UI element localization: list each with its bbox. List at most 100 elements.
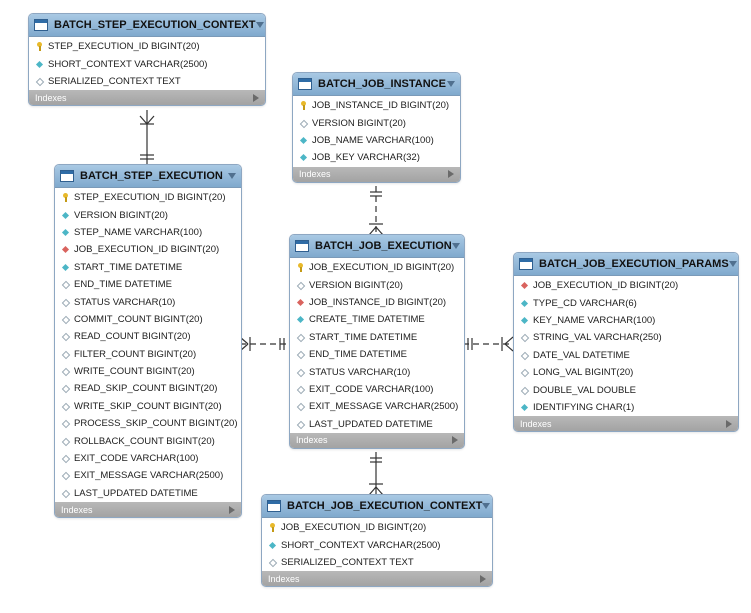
collapse-caret-icon[interactable] xyxy=(255,22,264,28)
expand-arrow-icon[interactable] xyxy=(229,505,235,514)
column-name: FILTER_COUNT BIGINT(20) xyxy=(74,348,197,360)
collapse-caret-icon[interactable] xyxy=(451,243,460,249)
table-header[interactable]: BATCH_STEP_EXECUTION xyxy=(55,165,241,188)
column-name: DATE_VAL DATETIME xyxy=(533,349,630,361)
column-row[interactable]: EXIT_MESSAGE VARCHAR(2500) xyxy=(290,398,464,415)
column-row[interactable]: STEP_EXECUTION_ID BIGINT(20) xyxy=(29,38,265,55)
column-row[interactable]: SHORT_CONTEXT VARCHAR(2500) xyxy=(29,55,265,72)
table-batch-step-execution[interactable]: BATCH_STEP_EXECUTION STEP_EXECUTION_ID B… xyxy=(54,164,242,519)
column-name: WRITE_COUNT BIGINT(20) xyxy=(74,366,195,378)
column-row[interactable]: PROCESS_SKIP_COUNT BIGINT(20) xyxy=(55,415,241,432)
column-row[interactable]: JOB_EXECUTION_ID BIGINT(20) xyxy=(262,519,492,536)
column-row[interactable]: JOB_KEY VARCHAR(32) xyxy=(293,149,460,166)
column-row[interactable]: FILTER_COUNT BIGINT(20) xyxy=(55,346,241,363)
column-row[interactable]: EXIT_CODE VARCHAR(100) xyxy=(55,450,241,467)
column-row[interactable]: IDENTIFYING CHAR(1) xyxy=(514,399,738,416)
column-row[interactable]: JOB_NAME VARCHAR(100) xyxy=(293,132,460,149)
indexes-bar[interactable]: Indexes xyxy=(293,166,460,182)
table-batch-job-instance[interactable]: BATCH_JOB_INSTANCE JOB_INSTANCE_ID BIGIN… xyxy=(292,72,461,183)
column-row[interactable]: STEP_NAME VARCHAR(100) xyxy=(55,224,241,241)
nullable-column-icon xyxy=(35,77,44,86)
expand-arrow-icon[interactable] xyxy=(448,170,454,179)
column-row[interactable]: JOB_EXECUTION_ID BIGINT(20) xyxy=(290,259,464,276)
indexes-bar[interactable]: Indexes xyxy=(262,571,492,587)
column-row[interactable]: DOUBLE_VAL DOUBLE xyxy=(514,381,738,398)
column-row[interactable]: VERSION BIGINT(20) xyxy=(293,114,460,131)
column-name: CREATE_TIME DATETIME xyxy=(309,314,425,326)
table-batch-job-execution-context[interactable]: BATCH_JOB_EXECUTION_CONTEXT JOB_EXECUTIO… xyxy=(261,494,493,588)
indexes-bar[interactable]: Indexes xyxy=(290,432,464,448)
indexes-bar[interactable]: Indexes xyxy=(29,90,265,106)
column-row[interactable]: WRITE_COUNT BIGINT(20) xyxy=(55,363,241,380)
column-row[interactable]: KEY_NAME VARCHAR(100) xyxy=(514,312,738,329)
column-row[interactable]: JOB_EXECUTION_ID BIGINT(20) xyxy=(55,241,241,258)
collapse-caret-icon[interactable] xyxy=(728,261,737,267)
column-row[interactable]: LAST_UPDATED DATETIME xyxy=(55,485,241,502)
column-row[interactable]: COMMIT_COUNT BIGINT(20) xyxy=(55,311,241,328)
column-row[interactable]: EXIT_MESSAGE VARCHAR(2500) xyxy=(55,467,241,484)
table-header[interactable]: BATCH_JOB_EXECUTION xyxy=(290,235,464,258)
column-row[interactable]: START_TIME DATETIME xyxy=(55,259,241,276)
nullable-column-icon xyxy=(296,420,305,429)
indexes-label: Indexes xyxy=(268,573,300,584)
column-row[interactable]: CREATE_TIME DATETIME xyxy=(290,311,464,328)
table-batch-step-execution-context[interactable]: BATCH_STEP_EXECUTION_CONTEXT STEP_EXECUT… xyxy=(28,13,266,107)
column-row[interactable]: END_TIME DATETIME xyxy=(55,276,241,293)
not-null-column-icon xyxy=(61,228,70,237)
column-row[interactable]: TYPE_CD VARCHAR(6) xyxy=(514,294,738,311)
column-name: DOUBLE_VAL DOUBLE xyxy=(533,384,636,396)
column-row[interactable]: SERIALIZED_CONTEXT TEXT xyxy=(262,554,492,571)
expand-arrow-icon[interactable] xyxy=(452,436,458,445)
expand-arrow-icon[interactable] xyxy=(480,574,486,583)
column-name: EXIT_CODE VARCHAR(100) xyxy=(309,383,434,395)
column-row[interactable]: WRITE_SKIP_COUNT BIGINT(20) xyxy=(55,398,241,415)
collapse-caret-icon[interactable] xyxy=(447,81,455,87)
table-header[interactable]: BATCH_JOB_EXECUTION_PARAMS xyxy=(514,253,738,276)
not-null-column-icon xyxy=(61,263,70,272)
column-row[interactable]: JOB_INSTANCE_ID BIGINT(20) xyxy=(290,294,464,311)
column-row[interactable]: START_TIME DATETIME xyxy=(290,329,464,346)
indexes-label: Indexes xyxy=(35,92,67,103)
relationship-job-execution-step xyxy=(239,336,289,352)
column-name: READ_COUNT BIGINT(20) xyxy=(74,331,191,343)
indexes-bar[interactable]: Indexes xyxy=(514,416,738,432)
expand-arrow-icon[interactable] xyxy=(253,93,259,102)
nullable-column-icon xyxy=(61,350,70,359)
not-null-column-icon xyxy=(61,211,70,220)
column-row[interactable]: VERSION BIGINT(20) xyxy=(290,276,464,293)
column-row[interactable]: STATUS VARCHAR(10) xyxy=(290,363,464,380)
column-row[interactable]: VERSION BIGINT(20) xyxy=(55,206,241,223)
column-name: IDENTIFYING CHAR(1) xyxy=(533,401,635,413)
table-batch-job-execution-params[interactable]: BATCH_JOB_EXECUTION_PARAMS JOB_EXECUTION… xyxy=(513,252,739,433)
column-row[interactable]: JOB_EXECUTION_ID BIGINT(20) xyxy=(514,277,738,294)
column-name: JOB_KEY VARCHAR(32) xyxy=(312,152,420,164)
column-row[interactable]: STATUS VARCHAR(10) xyxy=(55,293,241,310)
nullable-column-icon xyxy=(296,385,305,394)
table-header[interactable]: BATCH_JOB_INSTANCE xyxy=(293,73,460,96)
table-header[interactable]: BATCH_STEP_EXECUTION_CONTEXT xyxy=(29,14,265,37)
collapse-caret-icon[interactable] xyxy=(228,173,236,179)
column-row[interactable]: READ_COUNT BIGINT(20) xyxy=(55,328,241,345)
not-null-column-icon xyxy=(299,136,308,145)
column-row[interactable]: LONG_VAL BIGINT(20) xyxy=(514,364,738,381)
column-name: JOB_NAME VARCHAR(100) xyxy=(312,134,434,146)
nullable-column-icon xyxy=(61,298,70,307)
column-row[interactable]: JOB_INSTANCE_ID BIGINT(20) xyxy=(293,97,460,114)
column-row[interactable]: SHORT_CONTEXT VARCHAR(2500) xyxy=(262,536,492,553)
collapse-caret-icon[interactable] xyxy=(482,503,491,509)
column-row[interactable]: READ_SKIP_COUNT BIGINT(20) xyxy=(55,380,241,397)
indexes-bar[interactable]: Indexes xyxy=(55,502,241,518)
column-row[interactable]: SERIALIZED_CONTEXT TEXT xyxy=(29,73,265,90)
column-row[interactable]: STEP_EXECUTION_ID BIGINT(20) xyxy=(55,189,241,206)
column-row[interactable]: STRING_VAL VARCHAR(250) xyxy=(514,329,738,346)
not-null-column-icon xyxy=(520,403,529,412)
column-row[interactable]: EXIT_CODE VARCHAR(100) xyxy=(290,381,464,398)
nullable-column-icon xyxy=(61,489,70,498)
table-batch-job-execution[interactable]: BATCH_JOB_EXECUTION JOB_EXECUTION_ID BIG… xyxy=(289,234,465,449)
column-row[interactable]: LAST_UPDATED DATETIME xyxy=(290,416,464,433)
column-row[interactable]: END_TIME DATETIME xyxy=(290,346,464,363)
expand-arrow-icon[interactable] xyxy=(726,419,732,428)
column-row[interactable]: ROLLBACK_COUNT BIGINT(20) xyxy=(55,432,241,449)
table-header[interactable]: BATCH_JOB_EXECUTION_CONTEXT xyxy=(262,495,492,518)
column-row[interactable]: DATE_VAL DATETIME xyxy=(514,347,738,364)
